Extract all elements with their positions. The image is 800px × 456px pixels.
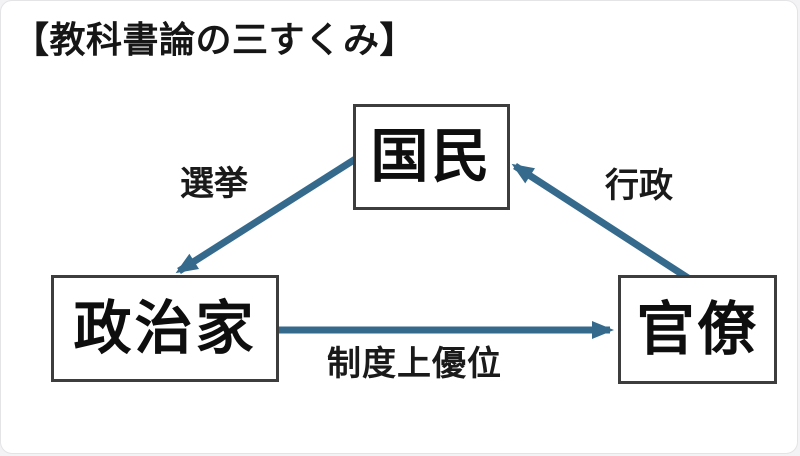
slide-title: 【教科書論の三すくみ】 — [13, 19, 416, 60]
edge-label-superiority: 制度上優位 — [327, 345, 502, 383]
node-kanryo: 官僚 — [618, 275, 777, 384]
node-kanryo-label: 官僚 — [636, 296, 759, 362]
node-seijika-label: 政治家 — [73, 295, 257, 361]
node-kokumin: 国民 — [353, 104, 510, 210]
node-kokumin-label: 国民 — [370, 124, 493, 189]
arrow-administration-kanryo-to-kokumin — [511, 163, 690, 281]
arrow-elections-kokumin-to-seijika — [175, 155, 359, 274]
edge-label-elections: 選挙 — [180, 165, 248, 203]
edge-label-administration: 行政 — [605, 167, 673, 205]
node-seijika: 政治家 — [51, 275, 279, 382]
